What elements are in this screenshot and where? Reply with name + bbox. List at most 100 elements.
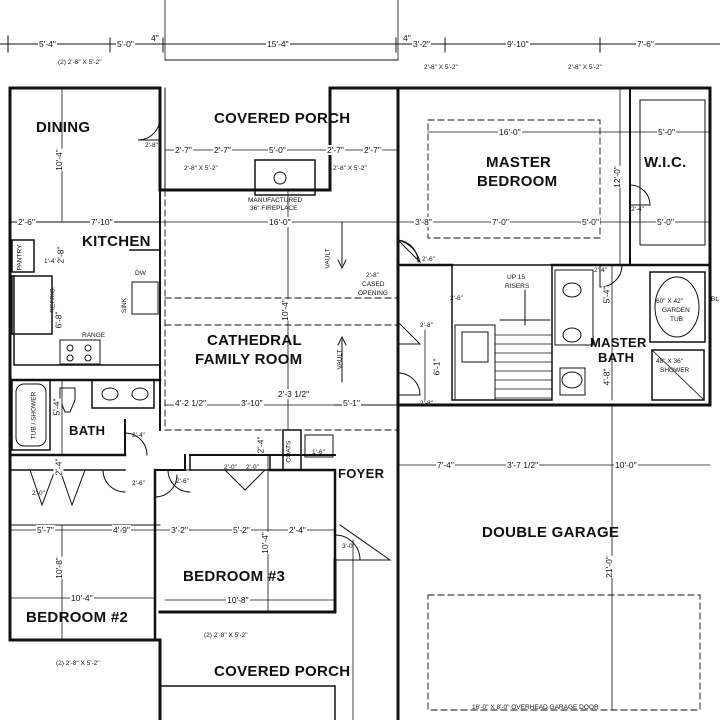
dimension-kitchen-2: 16'-0" xyxy=(268,217,292,227)
dimension-porch-0: 2'-7" xyxy=(174,145,193,155)
dimension-bedroom-1: 4'-9" xyxy=(112,525,131,535)
note-door-coats: 1'-6" xyxy=(312,449,325,456)
dimension-vertical-hall2: 2'-4" xyxy=(255,436,266,454)
dimension-top-0: 5'-4" xyxy=(38,39,57,49)
room-label-double-garage: DOUBLE GARAGE xyxy=(482,524,620,541)
dimension-family-2: 2'-3 1/2" xyxy=(277,389,311,399)
note-tub-line2: GARDEN xyxy=(662,307,690,314)
dimension-kitchen-5: 5'-0" xyxy=(581,217,600,227)
dimension-vertical-bath: 5'-4" xyxy=(51,398,62,416)
note-door-entry: 3'-0" xyxy=(342,543,355,550)
note-tub-shower: TUB / SHOWER xyxy=(30,391,38,440)
dimension-vertical-hall: 2'-4" xyxy=(53,458,64,476)
note-dw: DW xyxy=(135,270,146,277)
note-door-hall: 2'-6" xyxy=(132,480,145,487)
note-door-closet-2: 2'-0" xyxy=(246,464,259,471)
dimension-garage-1: 3'-7 1/2" xyxy=(506,460,540,470)
dimension-vertical-stair: 6'-1" xyxy=(431,358,442,376)
dimension-vertical-kitchen-small: 6'-8" xyxy=(53,311,64,329)
dimension-kitchen-6: 5'-0" xyxy=(656,217,675,227)
note-door-foyer-1: 2'-6" xyxy=(422,256,435,263)
room-label-dining: DINING xyxy=(36,119,91,136)
dimension-top-1: 5'-0" xyxy=(116,39,135,49)
room-label-master-bath-line1: MASTER xyxy=(590,335,647,350)
dimension-bedroom-0: 5'-7" xyxy=(36,525,55,535)
note-window-bed2: (2) 2'-8" X 5'-2" xyxy=(56,660,100,667)
dimension-garage-2: 10'-0" xyxy=(614,460,638,470)
room-label-covered-porch-bottom: COVERED PORCH xyxy=(214,663,351,680)
dimension-bedroom-2: 3'-2" xyxy=(170,525,189,535)
note-cased-line3: OPENING xyxy=(358,290,388,297)
dimension-wic-width: 5'-0" xyxy=(657,127,676,137)
note-coats: COATS xyxy=(285,440,293,463)
note-edge-bl: BL xyxy=(711,296,719,303)
room-label-family-room: FAMILY ROOM xyxy=(195,351,303,368)
dimension-vertical-family: 10'-4" xyxy=(279,299,290,321)
dimension-vertical-dining: 10'-4" xyxy=(53,149,64,171)
dimension-porch-1: 2'-7" xyxy=(213,145,232,155)
note-fireplace-line1: MANUFACTURED xyxy=(248,197,303,204)
dimension-bedroom3-width: 10'-8" xyxy=(226,595,250,605)
note-sink: SINK xyxy=(121,297,129,314)
note-window-bed3: (2) 2'-8" X 5'-2" xyxy=(204,632,248,639)
note-tub-line1: 60" X 42" xyxy=(656,298,684,305)
dimension-bedroom2-width: 10'-4" xyxy=(70,593,94,603)
note-cased-line2: CASED xyxy=(362,281,385,288)
dimension-kitchen-1: 7'-10" xyxy=(90,217,114,227)
note-shower-line1: 48" X 36" xyxy=(656,358,684,365)
dimension-top-2: 4" xyxy=(150,33,160,43)
dimension-porch-3: 2'-7" xyxy=(326,145,345,155)
note-door-bed3: 2'-6" xyxy=(176,478,189,485)
room-label-bath: BATH xyxy=(69,423,106,438)
room-label-master-bath-line2: BATH xyxy=(598,350,635,365)
note-door-foyer-3: 2'-8" xyxy=(420,322,433,329)
note-stairs-line1: UP 15 xyxy=(507,274,525,281)
room-label-covered-porch-top: COVERED PORCH xyxy=(214,110,351,127)
dimension-vertical-bed2: 10'-8" xyxy=(53,557,64,579)
dimension-garage-0: 7'-4" xyxy=(436,460,455,470)
dimension-bedroom-3: 5'-2" xyxy=(232,525,251,535)
note-door-bath: 2'-4" xyxy=(132,432,145,439)
note-door-mbath: 2'-4" xyxy=(594,267,607,274)
dimension-top-3: 15'-4" xyxy=(266,39,290,49)
note-window-porch-left: 2'-8" X 5'-2" xyxy=(184,165,218,172)
note-window-master-right: 2'-8" X 5'-2" xyxy=(568,64,602,71)
note-vault-top: VAULT xyxy=(324,248,332,269)
dimension-top-7: 7'-6" xyxy=(636,39,655,49)
dimension-top-5: 3'-2" xyxy=(412,39,431,49)
note-range: RANGE xyxy=(82,332,106,339)
dimension-family-3: 5'-1" xyxy=(342,398,361,408)
note-tub-line3: TUB xyxy=(670,316,683,323)
note-window-porch-right: 2'-8" X 5'-2" xyxy=(333,165,367,172)
note-garage-door: 16'-0" X 8'-0" OVERHEAD GARAGE DOOR xyxy=(472,704,599,711)
dimension-bedroom-4: 2'-4" xyxy=(288,525,307,535)
dimension-vertical-garage: 21'-0" xyxy=(603,556,614,578)
note-fireplace-line2: 36" FIREPLACE xyxy=(250,205,298,212)
dimension-master-width: 16'-0" xyxy=(498,127,522,137)
dimension-vertical-mbath-b: 4'-8" xyxy=(601,368,612,386)
note-refrig: REFRIG. xyxy=(49,286,57,313)
note-door-closet-1: 2'-0" xyxy=(224,464,237,471)
note-window-dining: (2) 2'-8" X 5'-2" xyxy=(58,59,102,66)
note-window-master-left: 2'-8" X 5'-2" xyxy=(424,64,458,71)
room-label-cathedral: CATHEDRAL xyxy=(207,332,302,349)
dimension-kitchen-0: 2'-6" xyxy=(17,217,36,227)
dimension-vertical-pantry: 2'-8" xyxy=(55,246,66,264)
room-label-master-bedroom-line1: MASTER xyxy=(486,154,552,171)
note-door-pantry: 1'-4" xyxy=(44,258,57,265)
note-cased-line1: 2'-8" xyxy=(366,272,379,279)
dimension-kitchen-4: 7'-0" xyxy=(491,217,510,227)
room-label-bedroom-2: BEDROOM #2 xyxy=(26,609,129,626)
note-door-foyer-4: 2'-8" xyxy=(420,400,433,407)
dimension-top-4: 4" xyxy=(402,33,412,43)
dimension-top-6: 9'-10" xyxy=(506,39,530,49)
note-door-wic: 2'-4" xyxy=(631,206,644,213)
note-stairs-line2: RISERS xyxy=(505,283,530,290)
note-shower-line2: SHOWER xyxy=(660,367,690,374)
dimension-family-0: 4'-2 1/2" xyxy=(174,398,208,408)
room-label-master-bedroom-line2: BEDROOM xyxy=(477,173,558,190)
room-label-bedroom-3: BEDROOM #3 xyxy=(183,568,286,585)
note-door-closet-3: 2'-0" xyxy=(32,490,45,497)
room-label-kitchen: KITCHEN xyxy=(82,233,151,250)
note-pantry: PANTRY xyxy=(16,244,24,271)
